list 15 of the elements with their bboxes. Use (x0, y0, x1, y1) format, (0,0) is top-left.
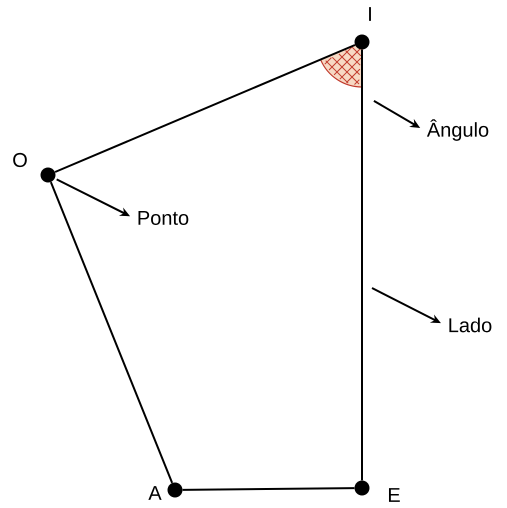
label-text: Ângulo (426, 119, 488, 141)
polygon-side (50, 182, 174, 484)
vertex-dot (354, 34, 370, 50)
label-text: Ponto (138, 211, 188, 225)
label-text: Lado (449, 318, 492, 332)
polygon-side (54, 44, 356, 173)
vertex-label: E (388, 488, 400, 502)
vertex-label: I (369, 7, 371, 21)
polygon-side (182, 487, 354, 491)
polygon-side (361, 50, 363, 480)
vertex-label: A (148, 486, 162, 500)
vertex-label: O (13, 152, 27, 168)
vertex-dot (168, 482, 182, 498)
vertex-dot (354, 480, 370, 496)
vertex-dot (40, 168, 56, 182)
